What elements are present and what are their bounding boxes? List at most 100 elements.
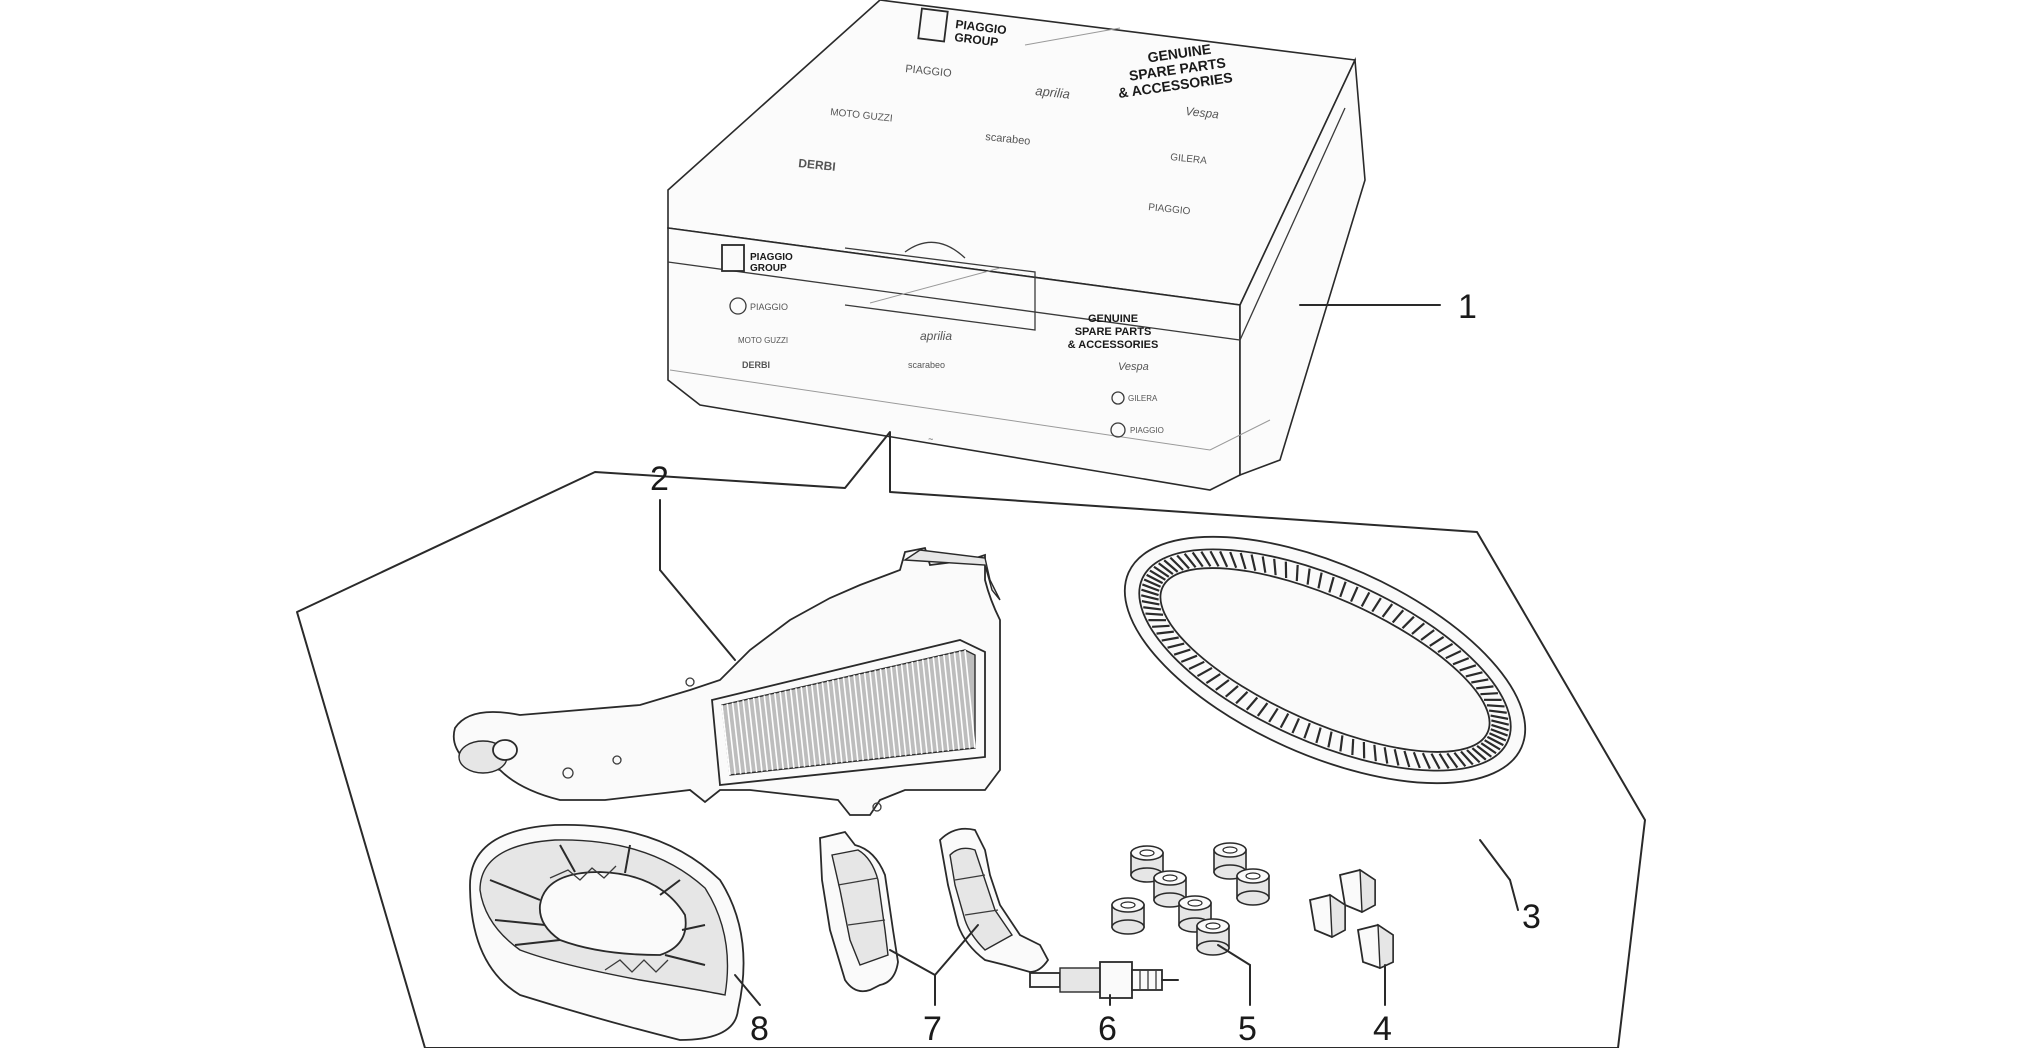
drive-belt-tooth [1391,609,1405,624]
callout-5: 5 [1238,1010,1257,1048]
drive-belt-tooth [1393,749,1400,766]
variator-rollers-part [1111,842,1270,956]
drive-belt-teeth [1140,550,1510,770]
air-filter-pleat [900,664,912,756]
drive-belt-tooth [1256,702,1269,717]
air-filter-pleat [879,669,891,758]
roller-bore [1139,849,1155,857]
drive-belt-tooth [1480,692,1498,696]
drive-belt-tooth [1261,556,1267,573]
drive-belt-tooth [1476,744,1492,758]
box-lid-edge [667,107,1346,341]
callout-7: 7 [923,1010,942,1048]
air-filter-pleat [821,682,832,764]
brake-shoe-rib [624,844,631,874]
front-gilera-emblem-icon [1111,391,1125,405]
brake-shoe-part [469,823,745,1041]
drive-belt-tooth [1445,650,1462,660]
callout-3: 3 [1522,898,1541,936]
air-filter-pleat [779,691,790,769]
brake-pad-left-groove-2 [847,919,886,926]
box-bottom-rim [669,369,1271,451]
drive-belt-inner [1159,567,1491,753]
callout-5-leader-a [1217,944,1251,966]
air-filter-pleat [874,670,886,759]
air-filter-pleat [826,681,838,764]
slider-1-side [1359,868,1376,914]
kit-contents-outline [296,431,1646,1048]
drive-belt-tooth [1327,731,1333,748]
air-filter-pleat [768,694,779,770]
callout-8: 8 [750,1010,769,1048]
air-filter-pleat [927,658,939,753]
spark-plug-part [1029,961,1179,999]
air-filter-pleat [958,651,971,749]
top-brand-vespa: Vespa [1185,104,1220,121]
air-filter-hole-4 [872,802,882,812]
callout-8-leader [734,974,761,1006]
drive-belt-tooth [1452,657,1470,666]
air-filter-pleat [890,666,902,757]
front-brand-piaggio-2: PIAGGIO [1130,426,1164,435]
piaggio-group-logo-front [721,244,745,272]
roller-bore [1120,901,1136,909]
drive-belt-tooth [1145,612,1164,616]
brake-pad-right-groove-1 [954,874,986,881]
brake-pad-right-groove-2 [964,909,999,916]
air-filter-pleat [858,673,870,760]
air-filter-pleat [863,672,875,760]
air-filter-pleat [816,683,827,765]
drive-belt-tooth [1149,569,1166,581]
drive-belt-tooth [1205,673,1221,684]
spark-plug-hex [1099,961,1133,999]
drive-belt-tooth [1350,586,1359,602]
drive-belt-tooth [1471,747,1487,761]
spark-plug-insulator [1059,967,1101,993]
slider-2-side [1329,893,1346,939]
air-filter-pleat [895,665,907,756]
drive-belt-tooth [1491,719,1510,726]
callout-2: 2 [650,460,669,498]
drive-belt-tooth [1279,713,1290,729]
drive-belt-tooth [1141,583,1160,592]
brake-shoe-rib [489,879,541,901]
front-group-label-1: PIAGGIO [750,252,793,263]
drive-belt-tooth [1143,578,1162,588]
drive-belt-tooth [1273,558,1277,576]
air-filter-pleat [789,689,801,768]
drive-belt-tooth [1143,606,1162,611]
drive-belt-tooth [1169,556,1184,571]
air-filter-intake-hole [492,739,518,761]
roller-bore [1205,922,1221,930]
air-filter-pleat [742,700,753,773]
drive-belt-tooth [1339,581,1347,598]
drive-belt-tooth [1180,654,1198,663]
drive-belt-tooth [1140,594,1159,601]
drive-belt-tooth [1188,660,1205,670]
air-filter-pleat [906,663,918,755]
air-filter-pleat [943,654,955,751]
top-brand-derbi: DERBI [798,156,837,174]
drive-belt-tooth [1480,742,1497,755]
drive-belt-tooth [1183,553,1197,569]
drive-belt-tooth [1429,636,1445,647]
top-brand-piaggio-2: PIAGGIO [1148,202,1191,217]
air-filter-pleat [964,649,976,749]
drive-belt-tooth [1360,591,1371,607]
roller-bottom [1236,890,1270,906]
drive-belt-tooth [1239,552,1247,570]
air-filter-pleat [911,661,923,754]
callout-3-leader-a [1479,839,1511,881]
brake-shoe-rib [514,939,561,946]
callout-1: 1 [1458,288,1477,326]
box-right-face [1239,56,1366,477]
drive-belt-tooth [1453,751,1467,767]
drive-belt-tooth [1484,739,1501,751]
brake-shoe-rib [664,954,706,966]
brake-shoe-rib [659,879,681,896]
drive-belt-tooth [1141,588,1159,597]
drive-belt-tooth [1153,565,1170,578]
air-filter-pleat [763,695,774,771]
